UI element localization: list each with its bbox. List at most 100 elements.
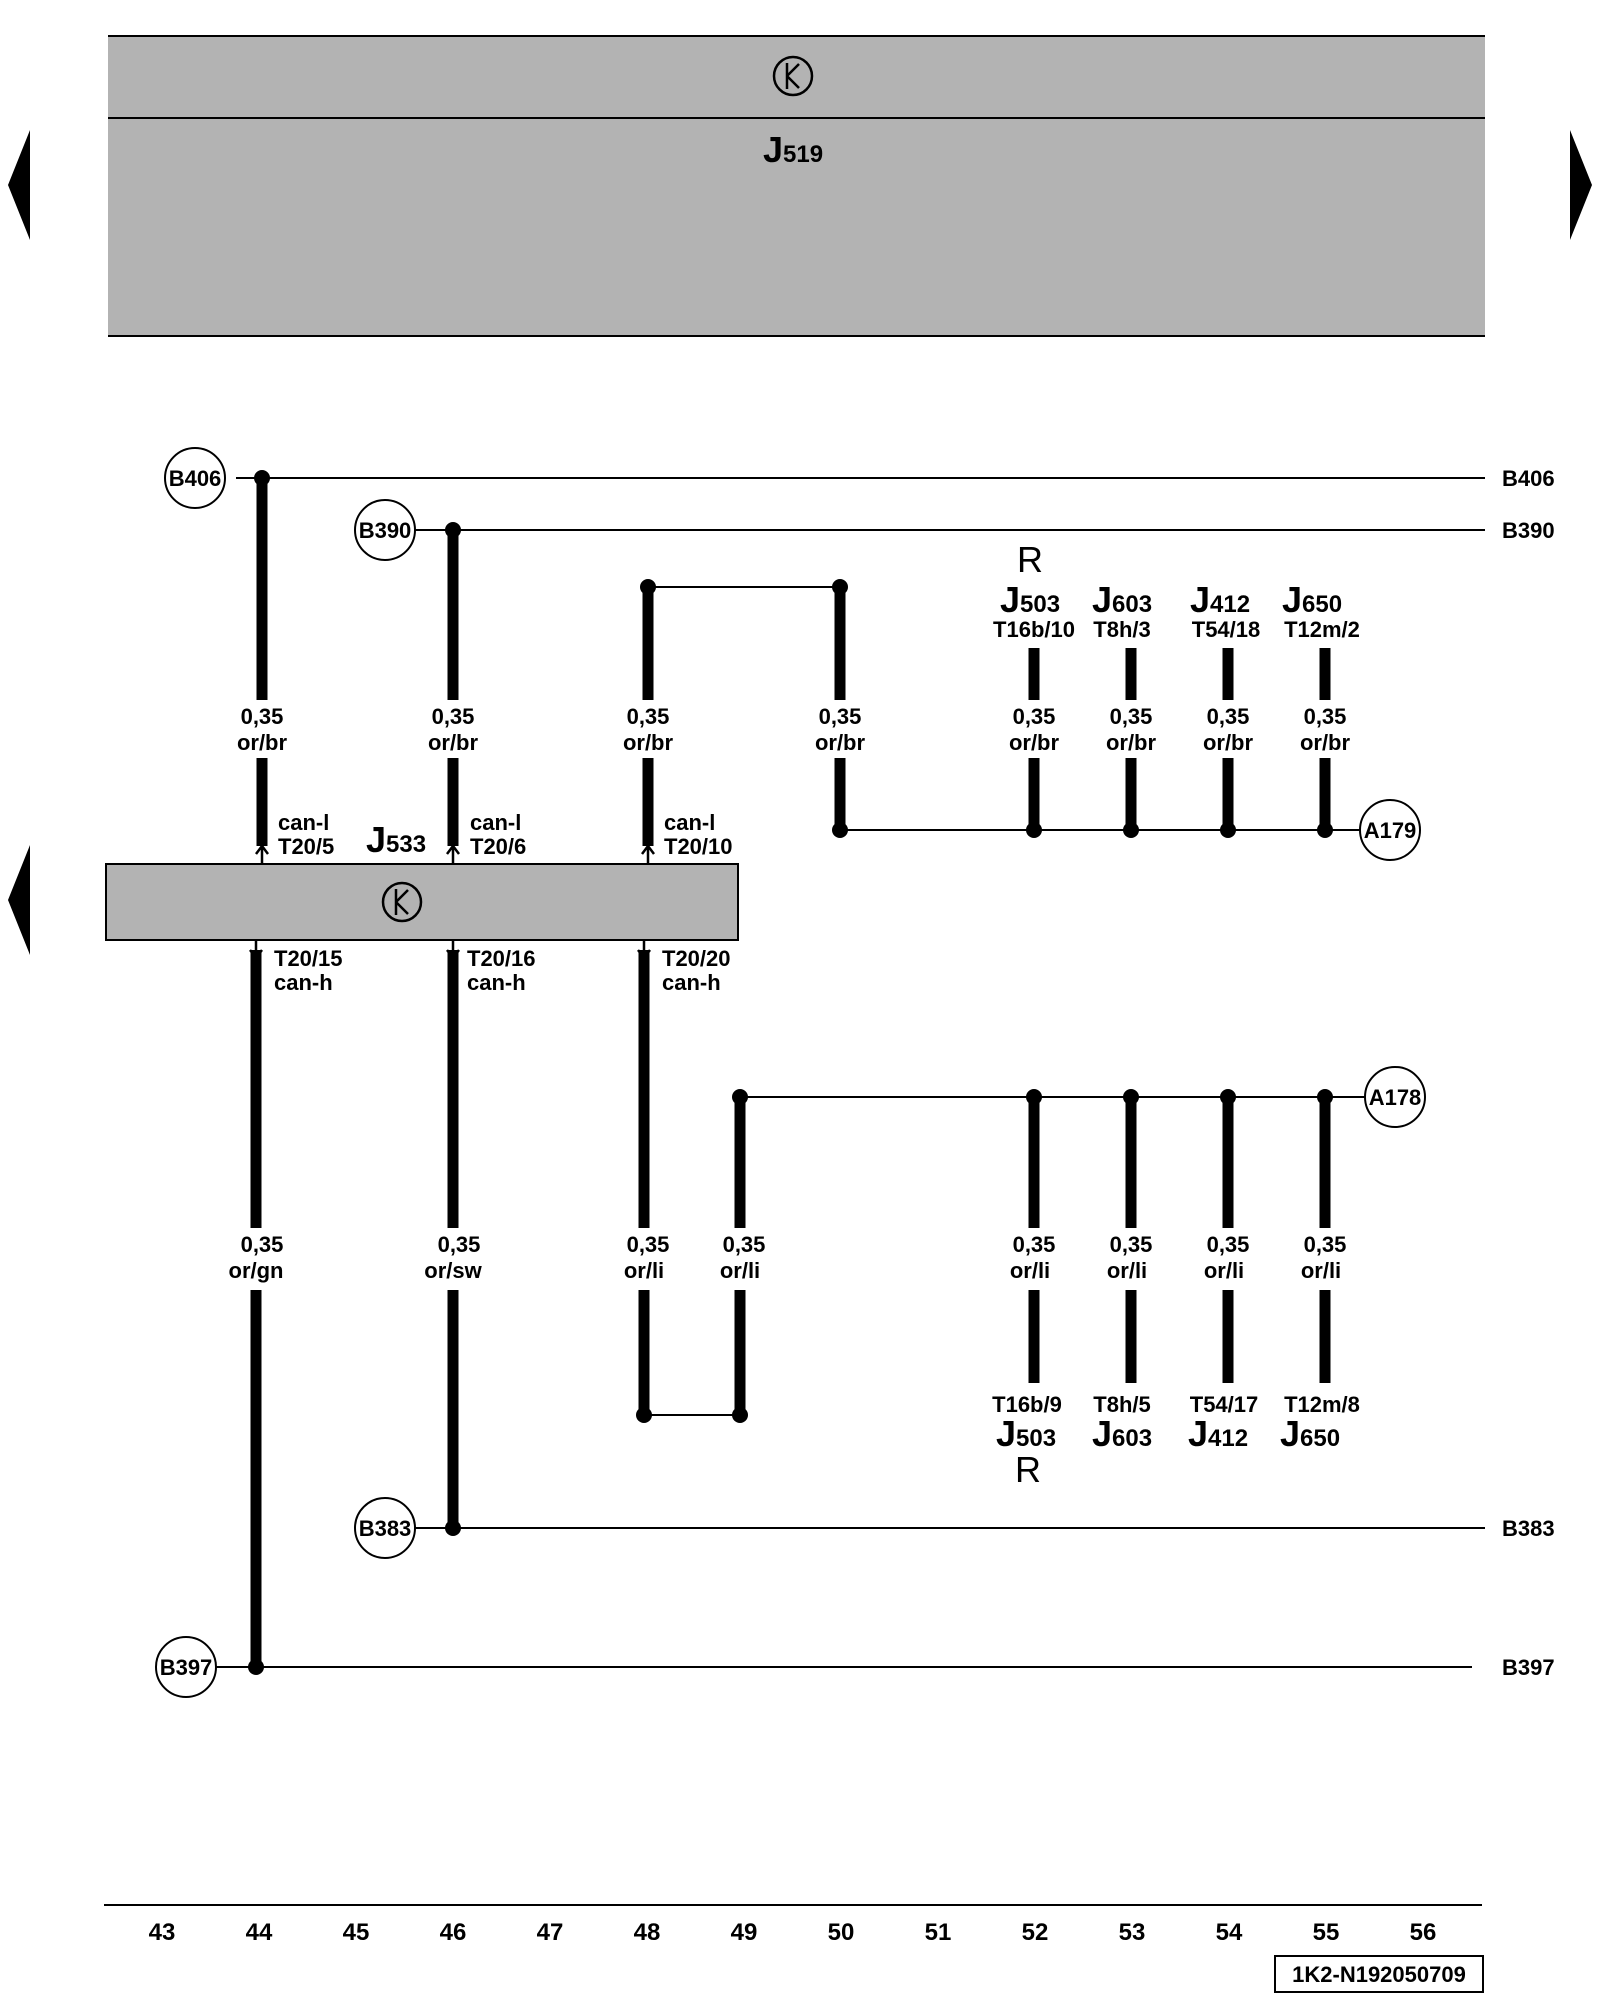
- wire-label-size: 0,35: [1304, 1232, 1347, 1257]
- svg-text:J412: J412: [1190, 579, 1250, 620]
- b397-left-label: B397: [160, 1655, 213, 1680]
- pin-number: T20/16: [467, 946, 536, 971]
- wire-label-size: 0,35: [627, 1232, 670, 1257]
- column-number: 48: [634, 1919, 661, 1946]
- upper-wire-labels: 0,35 or/br 0,35 or/br 0,35 or/br 0,35 or…: [237, 704, 1351, 755]
- pin-signal: can-h: [467, 970, 526, 995]
- wire-label-size: 0,35: [819, 704, 862, 729]
- svg-text:J650: J650: [1282, 579, 1342, 620]
- column-number: 54: [1216, 1919, 1243, 1946]
- control-unit-symbol-icon: [381, 881, 423, 923]
- column-number: 53: [1119, 1919, 1146, 1946]
- wire-label-size: 0,35: [627, 704, 670, 729]
- wire-label-color: or/br: [815, 730, 866, 755]
- svg-text:J412: J412: [1188, 1413, 1248, 1454]
- device-pin: T16b/10: [993, 617, 1075, 642]
- column-number: 49: [731, 1919, 758, 1946]
- column-number: 55: [1313, 1919, 1340, 1946]
- device-sub: 603: [1112, 591, 1152, 618]
- wire-label-size: 0,35: [1110, 1232, 1153, 1257]
- diagram-id-box: 1K2-N192050709: [1274, 1955, 1484, 1993]
- b383-right-label: B383: [1502, 1516, 1555, 1541]
- pin-signal: can-h: [662, 970, 721, 995]
- svg-text:J503: J503: [1000, 579, 1060, 620]
- wire-label-size: 0,35: [723, 1232, 766, 1257]
- column-number: 45: [343, 1919, 370, 1946]
- device-name: J: [1280, 1413, 1300, 1454]
- wire-label-size: 0,35: [1304, 704, 1347, 729]
- diagram-id: 1K2-N192050709: [1292, 1962, 1466, 1987]
- column-number: 44: [246, 1919, 273, 1946]
- pin-number: T20/10: [664, 834, 733, 859]
- rhd-marker: R: [1017, 539, 1043, 580]
- column-number: 51: [925, 1919, 952, 1946]
- wire-label-color: or/br: [1106, 730, 1157, 755]
- pin-signal: can-l: [278, 810, 329, 835]
- wire-label-color: or/li: [1010, 1258, 1050, 1283]
- junction-dots: [248, 470, 1333, 1675]
- previous-page-arrow-middle[interactable]: [8, 845, 30, 955]
- a178-label: A178: [1369, 1085, 1422, 1110]
- bus-marker-b406-left: B406: [164, 447, 226, 509]
- lower-wire-labels: 0,35 or/gn 0,35 or/sw 0,35 or/li 0,35 or…: [229, 1232, 1347, 1283]
- svg-text:J603: J603: [1092, 1413, 1152, 1454]
- device-sub: 503: [1020, 591, 1060, 618]
- wire-label-size: 0,35: [1013, 704, 1056, 729]
- connector-a179: A179: [1359, 799, 1421, 861]
- b383-left-label: B383: [359, 1516, 412, 1541]
- wire-label-color: or/li: [1204, 1258, 1244, 1283]
- wire-label-size: 0,35: [241, 1232, 284, 1257]
- svg-text:J503: J503: [996, 1413, 1056, 1454]
- wire-label-size: 0,35: [1207, 1232, 1250, 1257]
- wire-label-size: 0,35: [1110, 704, 1153, 729]
- wire-label-color: or/br: [1203, 730, 1254, 755]
- wire-label-color: or/li: [624, 1258, 664, 1283]
- bus-marker-b383-left: B383: [354, 1497, 416, 1559]
- wire-label-size: 0,35: [1013, 1232, 1056, 1257]
- device-name: J: [1092, 1413, 1112, 1454]
- wire-label-size: 0,35: [241, 704, 284, 729]
- device-pin: T8h/5: [1093, 1392, 1150, 1417]
- wire-label-color: or/br: [428, 730, 479, 755]
- b390-right-label: B390: [1502, 518, 1555, 543]
- device-name: J: [1282, 579, 1302, 620]
- device-sub: 650: [1300, 1425, 1340, 1452]
- svg-text:J650: J650: [1280, 1413, 1340, 1454]
- device-sub: 503: [1016, 1425, 1056, 1452]
- device-pin: T12m/8: [1284, 1392, 1360, 1417]
- lower-bridge-lines: [644, 1096, 1365, 1416]
- device-sub: 603: [1112, 1425, 1152, 1452]
- column-number: 47: [537, 1919, 564, 1946]
- column-number: 43: [149, 1919, 176, 1946]
- next-page-arrow[interactable]: [1570, 130, 1592, 240]
- gateway-pin-labels: can-l T20/5 can-l T20/6 can-l T20/10 T20…: [274, 810, 733, 995]
- upper-bridge-lines: [648, 586, 1360, 831]
- j533-label: J: [366, 819, 386, 860]
- device-pin: T8h/3: [1093, 617, 1150, 642]
- column-number: 46: [440, 1919, 467, 1946]
- control-unit-symbol-icon: [772, 55, 814, 97]
- device-sub: 650: [1302, 591, 1342, 618]
- lower-wires: [250, 950, 1331, 1667]
- pin-number: T20/5: [278, 834, 334, 859]
- device-name: J: [1092, 579, 1112, 620]
- pin-signal: can-l: [470, 810, 521, 835]
- j533-sub: 533: [386, 831, 426, 858]
- device-pin: T16b/9: [992, 1392, 1062, 1417]
- device-name: J: [1000, 579, 1020, 620]
- previous-page-arrow-top[interactable]: [8, 130, 30, 240]
- wire-label-color: or/li: [720, 1258, 760, 1283]
- device-pin: T54/17: [1190, 1392, 1259, 1417]
- j519-sub: 519: [783, 141, 823, 168]
- pin-signal: can-h: [274, 970, 333, 995]
- gateway-pin-arrows: [249, 843, 655, 961]
- device-name: J: [1190, 579, 1210, 620]
- wire-label-size: 0,35: [1207, 704, 1250, 729]
- a179-label: A179: [1364, 818, 1417, 843]
- lower-device-refs: T16b/9 J503 R T8h/5 J603 T54/17 J412 T12…: [992, 1392, 1360, 1490]
- device-pin: T12m/2: [1284, 617, 1360, 642]
- pin-number: T20/15: [274, 946, 343, 971]
- wire-label-size: 0,35: [438, 1232, 481, 1257]
- column-number: 52: [1022, 1919, 1049, 1946]
- device-pin: T54/18: [1192, 617, 1261, 642]
